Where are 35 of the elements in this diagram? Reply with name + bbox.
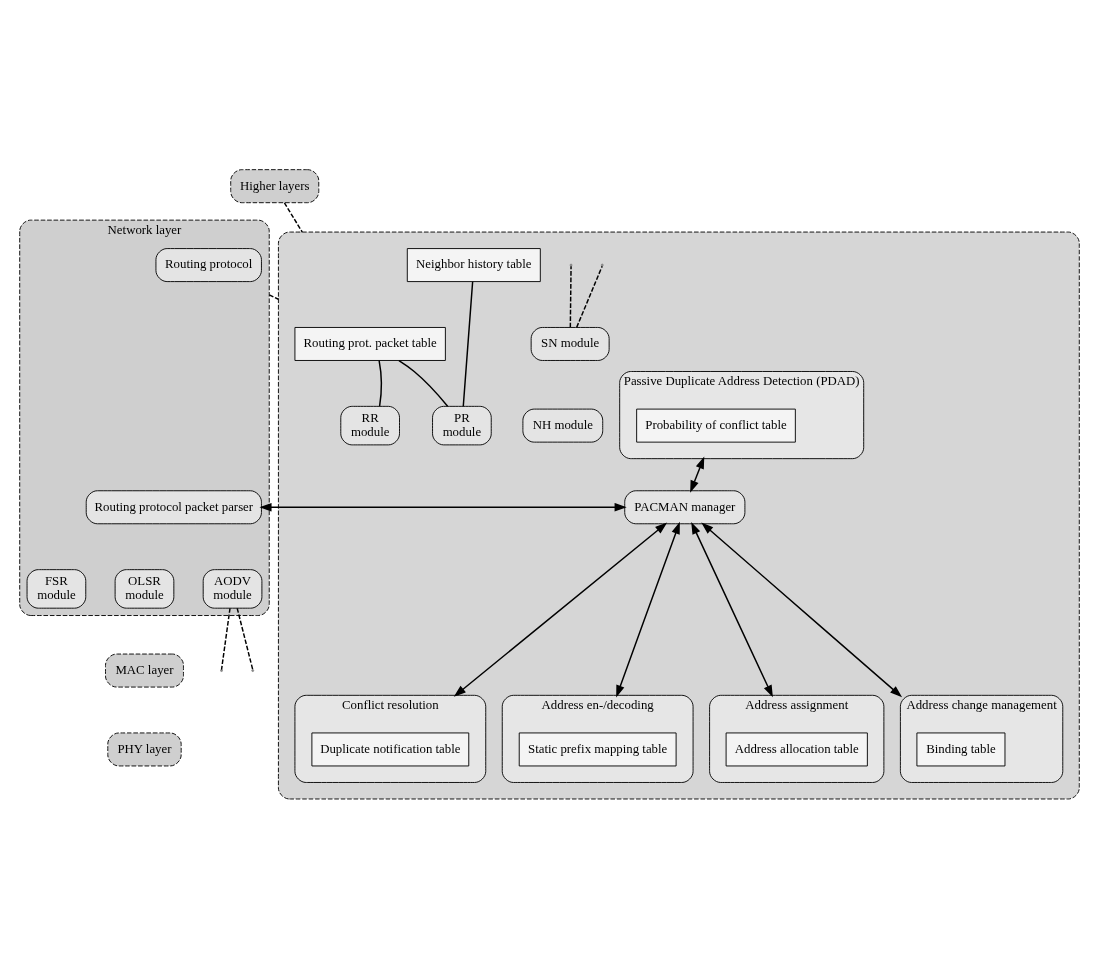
node-box: Probability of conflict table xyxy=(636,408,796,443)
node-box: Higher layers xyxy=(230,169,320,204)
connector xyxy=(283,202,303,233)
connector xyxy=(378,359,382,407)
node-box: PHY layer xyxy=(107,732,182,767)
arrow xyxy=(690,456,705,493)
node-box: PR module xyxy=(432,405,492,446)
node-box: Routing protocol packet parser xyxy=(85,490,262,525)
node-box: MAC layer xyxy=(105,653,184,688)
arrow xyxy=(453,522,668,697)
connector xyxy=(576,265,603,328)
node-box: Duplicate notification table xyxy=(311,732,470,767)
connector xyxy=(268,294,280,300)
node-box: Neighbor history table xyxy=(406,248,541,283)
arrow xyxy=(259,503,627,512)
node-box: Address allocation table xyxy=(725,732,868,767)
node-box: FSR module xyxy=(26,569,87,609)
node-box: Routing protocol xyxy=(155,248,262,283)
node-box: NH module xyxy=(522,408,604,443)
node-box: Routing prot. packet table xyxy=(294,327,446,361)
node-box: SN module xyxy=(530,327,610,361)
connector xyxy=(236,607,254,671)
node-box: RR module xyxy=(340,405,400,446)
arrow xyxy=(691,521,773,698)
connector xyxy=(220,607,231,671)
arrow xyxy=(616,521,680,698)
cluster xyxy=(277,231,1080,800)
arrow xyxy=(701,522,903,698)
node-box: OLSR module xyxy=(114,569,175,609)
node-box: Binding table xyxy=(916,732,1006,767)
connector xyxy=(462,281,474,408)
node-box: AODV module xyxy=(202,569,263,609)
connector xyxy=(398,359,449,407)
node-box: PACMAN manager xyxy=(624,490,746,525)
node-box: Static prefix mapping table xyxy=(518,732,677,767)
